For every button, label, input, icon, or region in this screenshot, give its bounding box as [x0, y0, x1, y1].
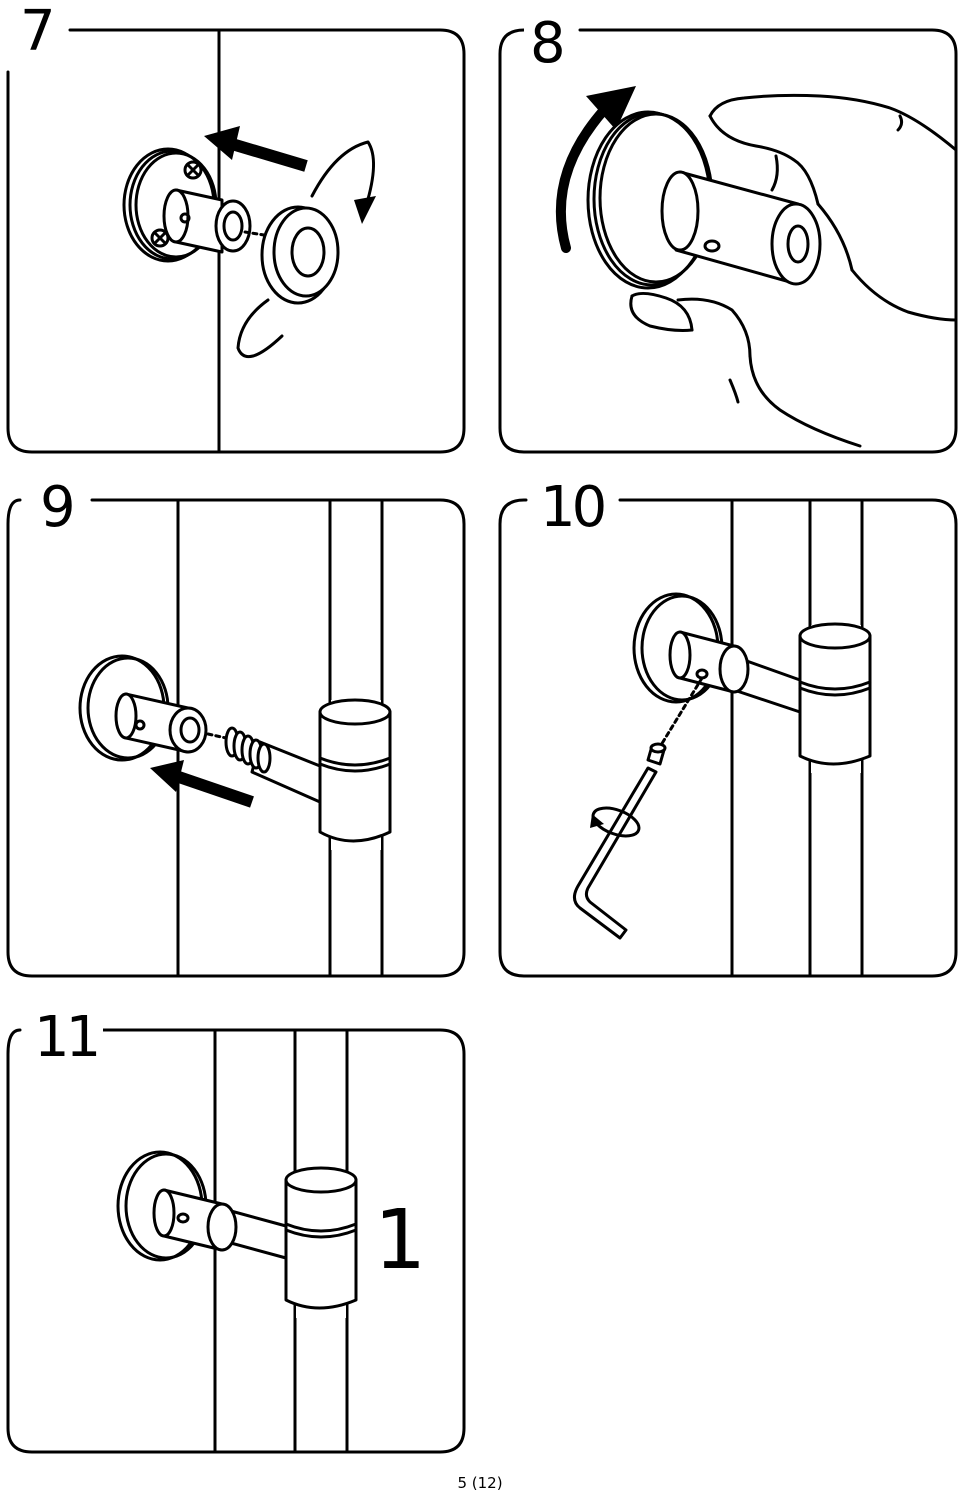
wall-bracket	[78, 654, 208, 762]
step-8-panel: 8	[480, 0, 960, 460]
step-7-panel: 7	[0, 0, 480, 460]
push-arrow-icon	[150, 760, 254, 808]
step-10-illustration	[498, 498, 958, 978]
step-number: 11	[28, 1010, 104, 1066]
page-number: 5 (12)	[457, 1474, 503, 1492]
wall-bracket	[660, 170, 822, 286]
rotate-arrow-icon	[555, 86, 636, 253]
quantity-label: 1	[374, 1193, 427, 1288]
bracket-cap	[260, 205, 340, 305]
push-arrow-icon	[204, 126, 308, 172]
pole-clamp	[798, 622, 872, 766]
step-9-panel: 9	[0, 480, 480, 980]
step-11-panel: 11 1	[0, 1010, 480, 1460]
rotate-arrow-icon	[236, 140, 376, 359]
pole-clamp	[318, 698, 392, 843]
step-8-illustration	[498, 28, 958, 454]
step-9-illustration	[6, 498, 466, 978]
step-11-illustration	[6, 1028, 466, 1454]
step-10-panel: 10	[480, 480, 960, 980]
pole-clamp	[284, 1166, 358, 1310]
rotate-arrow-icon	[590, 806, 641, 838]
step-number: 9	[34, 480, 78, 536]
wall-bracket	[116, 1150, 238, 1262]
step-7-illustration	[6, 28, 466, 454]
threaded-rod	[224, 726, 322, 804]
wall-bracket	[632, 592, 750, 704]
set-screw-icon	[646, 742, 667, 766]
wall-bracket	[122, 147, 252, 263]
thread-icon	[224, 726, 272, 774]
allen-key-icon	[573, 766, 658, 940]
screw-icon	[183, 160, 203, 180]
step-number: 10	[534, 480, 610, 536]
step-number: 7	[14, 4, 58, 60]
step-number: 8	[524, 16, 568, 72]
hand-icon	[629, 93, 958, 448]
